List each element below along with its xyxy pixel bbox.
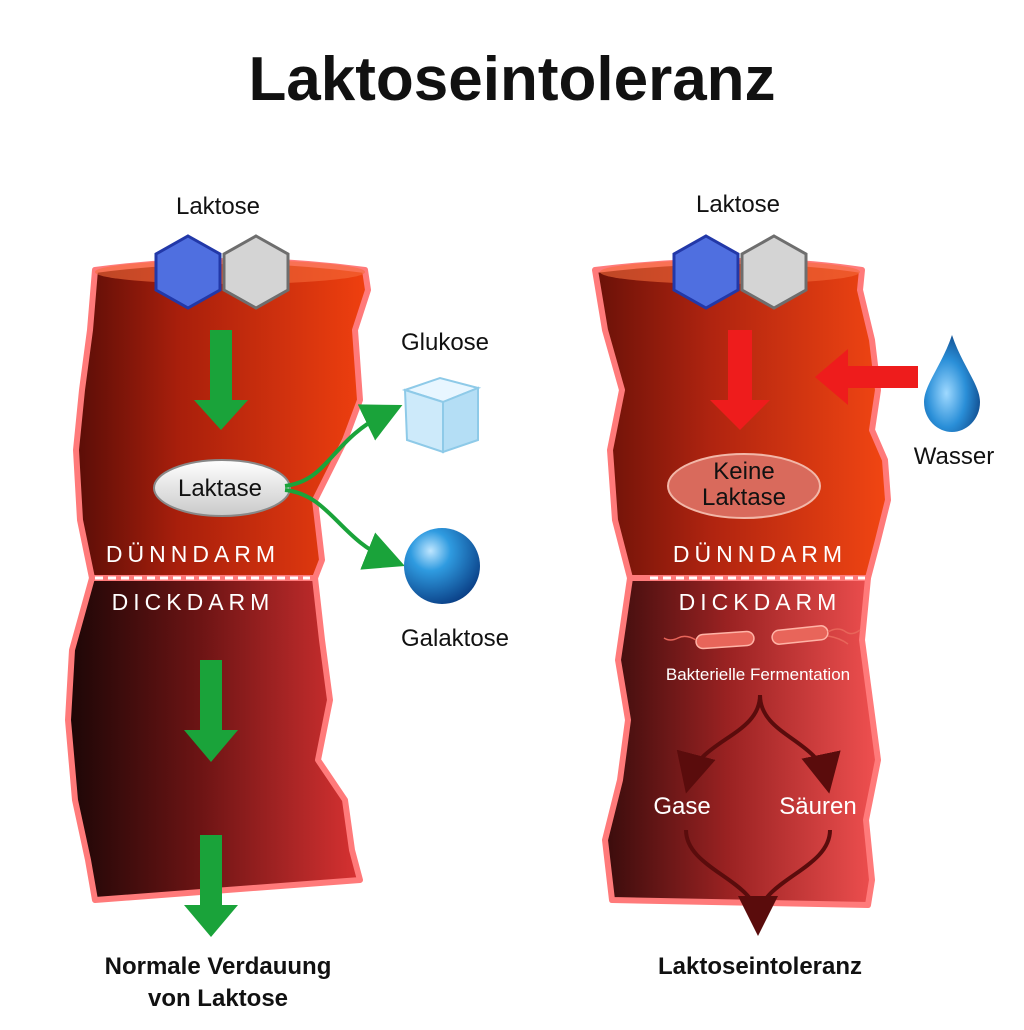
water-drop-icon — [924, 335, 980, 432]
galactose-label: Galaktose — [401, 625, 509, 652]
right-caption: Laktoseintoleranz — [658, 953, 862, 980]
right-lactose-label: Laktose — [696, 191, 780, 218]
acids-label: Säuren — [779, 793, 856, 820]
no-lactase-line2: Laktase — [702, 484, 786, 511]
fermentation-label: Bakterielle Fermentation — [666, 665, 850, 684]
left-caption-line1: Normale Verdauung — [105, 953, 332, 980]
glucose-cube — [405, 378, 478, 452]
glucose-label: Glukose — [401, 329, 489, 356]
water-label: Wasser — [914, 443, 994, 470]
left-lactose-label: Laktose — [176, 193, 260, 220]
no-lactase-line1: Keine — [713, 458, 774, 485]
right-large-intestine-label: DICKDARM — [679, 589, 842, 615]
right-small-intestine-label: DÜNNDARM — [673, 541, 847, 567]
lactase-label: Laktase — [178, 475, 262, 502]
left-small-intestine-label: DÜNNDARM — [106, 541, 280, 567]
left-large-intestine-label: DICKDARM — [112, 589, 275, 615]
galactose-sphere — [404, 528, 480, 604]
right-large-intestine — [605, 578, 878, 905]
page-title: Laktoseintoleranz — [248, 45, 775, 114]
left-caption-line2: von Laktose — [148, 985, 288, 1012]
gases-label: Gase — [653, 793, 710, 820]
